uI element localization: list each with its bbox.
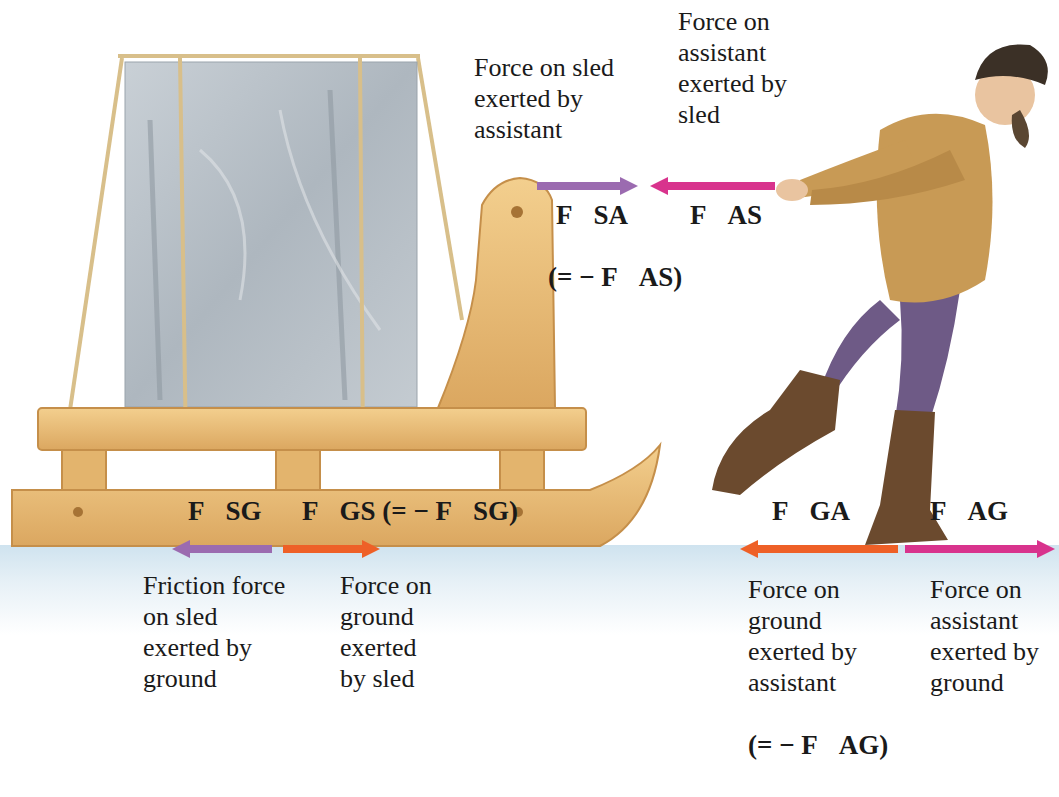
vector-label: F⃗AS: [690, 200, 762, 231]
vector-label: F⃗GS (= − F⃗SG): [302, 496, 518, 527]
vector-label: (= − F⃗AG): [748, 730, 888, 761]
force-description: Friction force on sled exerted by ground: [143, 570, 293, 694]
vector-label: F⃗AG: [930, 496, 1008, 527]
force-description: Force on ground exerted by sled: [340, 570, 440, 694]
force-description: Force on assistant exerted by sled: [678, 6, 796, 130]
vector-label: (= − F⃗AS): [548, 262, 682, 293]
sled-deck: [38, 408, 586, 450]
vector-label: F⃗GA: [772, 496, 850, 527]
sled-upright: [438, 178, 555, 408]
force-description: Force on sled exerted by assistant: [474, 52, 654, 145]
force-description: Force on ground exerted by assistant: [748, 574, 898, 698]
vector-label: F⃗SG: [188, 496, 262, 527]
stone-block: [125, 62, 417, 407]
rope: [70, 56, 462, 410]
vector-label: F⃗SA: [556, 200, 628, 231]
sled-runner: [12, 445, 660, 546]
force-description: Force on assistant exerted by ground: [930, 574, 1054, 698]
assistant-figure: [712, 44, 1048, 545]
force-arrows: [172, 177, 1055, 558]
